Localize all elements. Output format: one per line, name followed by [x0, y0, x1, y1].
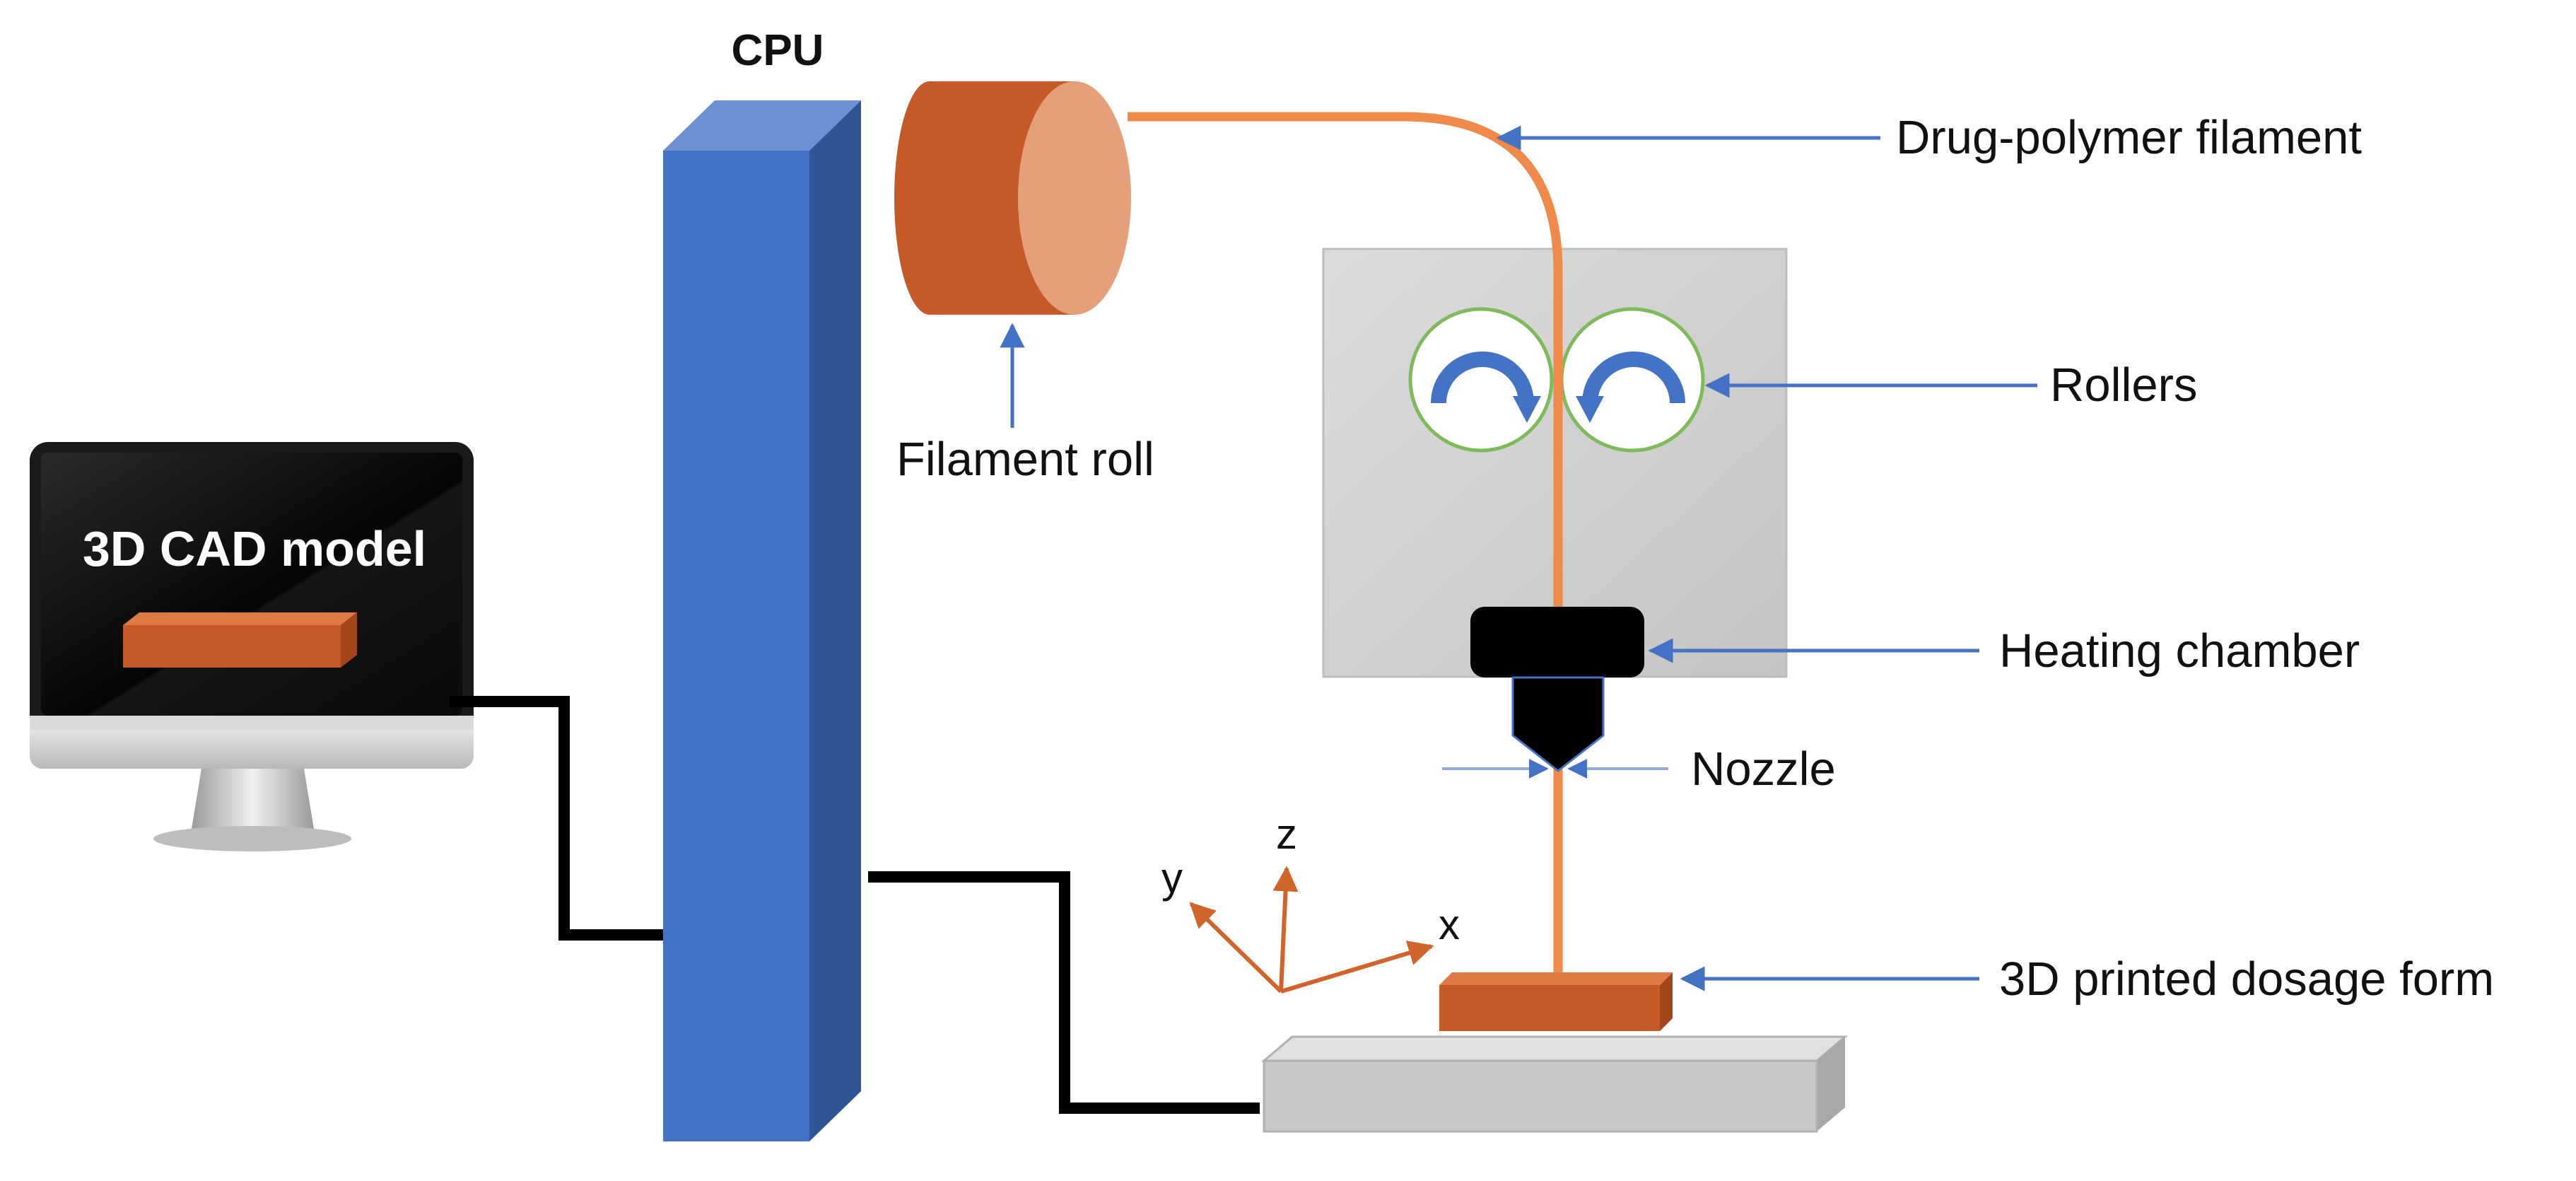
monitor-cpu-cable — [450, 696, 675, 941]
monitor-base — [153, 826, 351, 851]
right-roller — [1559, 307, 1705, 453]
cpu-tower-side — [809, 100, 861, 1141]
computer-monitor: 3D CAD model — [30, 442, 474, 851]
monitor-stand — [191, 769, 315, 833]
cpu-printer-cable — [868, 871, 1260, 1114]
nozzle — [1511, 676, 1605, 772]
y-axis-label: y — [1161, 854, 1183, 902]
printed-dosage-form — [1439, 972, 1673, 1031]
monitor-screen — [41, 453, 462, 716]
build-plate — [1260, 1035, 1849, 1133]
dosage-form-label: 3D printed dosage form — [1999, 953, 2494, 1006]
xyz-axes: z y x — [1161, 810, 1460, 994]
rollers — [1408, 297, 1705, 467]
rollers-label: Rollers — [2050, 359, 2198, 412]
drug-polymer-filament — [1128, 112, 1563, 976]
filament-roll-face — [1018, 81, 1131, 315]
cad-model-label: 3D CAD model — [83, 521, 426, 576]
x-axis-label: x — [1439, 901, 1460, 948]
heating-chamber-label: Heating chamber — [1999, 624, 2360, 677]
heating-chamber — [1470, 607, 1644, 677]
filament-roll-label: Filament roll — [896, 433, 1154, 486]
cad-model-block — [123, 612, 357, 668]
right-roller-arrow-icon — [1582, 351, 1685, 404]
cpu-tower-top — [663, 100, 861, 151]
filament-roll — [894, 81, 1131, 315]
cpu-tower-front — [663, 151, 809, 1141]
cpu-tower: CPU — [663, 26, 861, 1141]
left-roller — [1408, 307, 1554, 453]
left-roller-arrow-icon — [1431, 351, 1534, 404]
z-axis-label: z — [1276, 810, 1297, 858]
nozzle-label: Nozzle — [1691, 743, 1836, 796]
cpu-label: CPU — [732, 26, 824, 75]
filament-label: Drug-polymer filament — [1896, 111, 2362, 164]
